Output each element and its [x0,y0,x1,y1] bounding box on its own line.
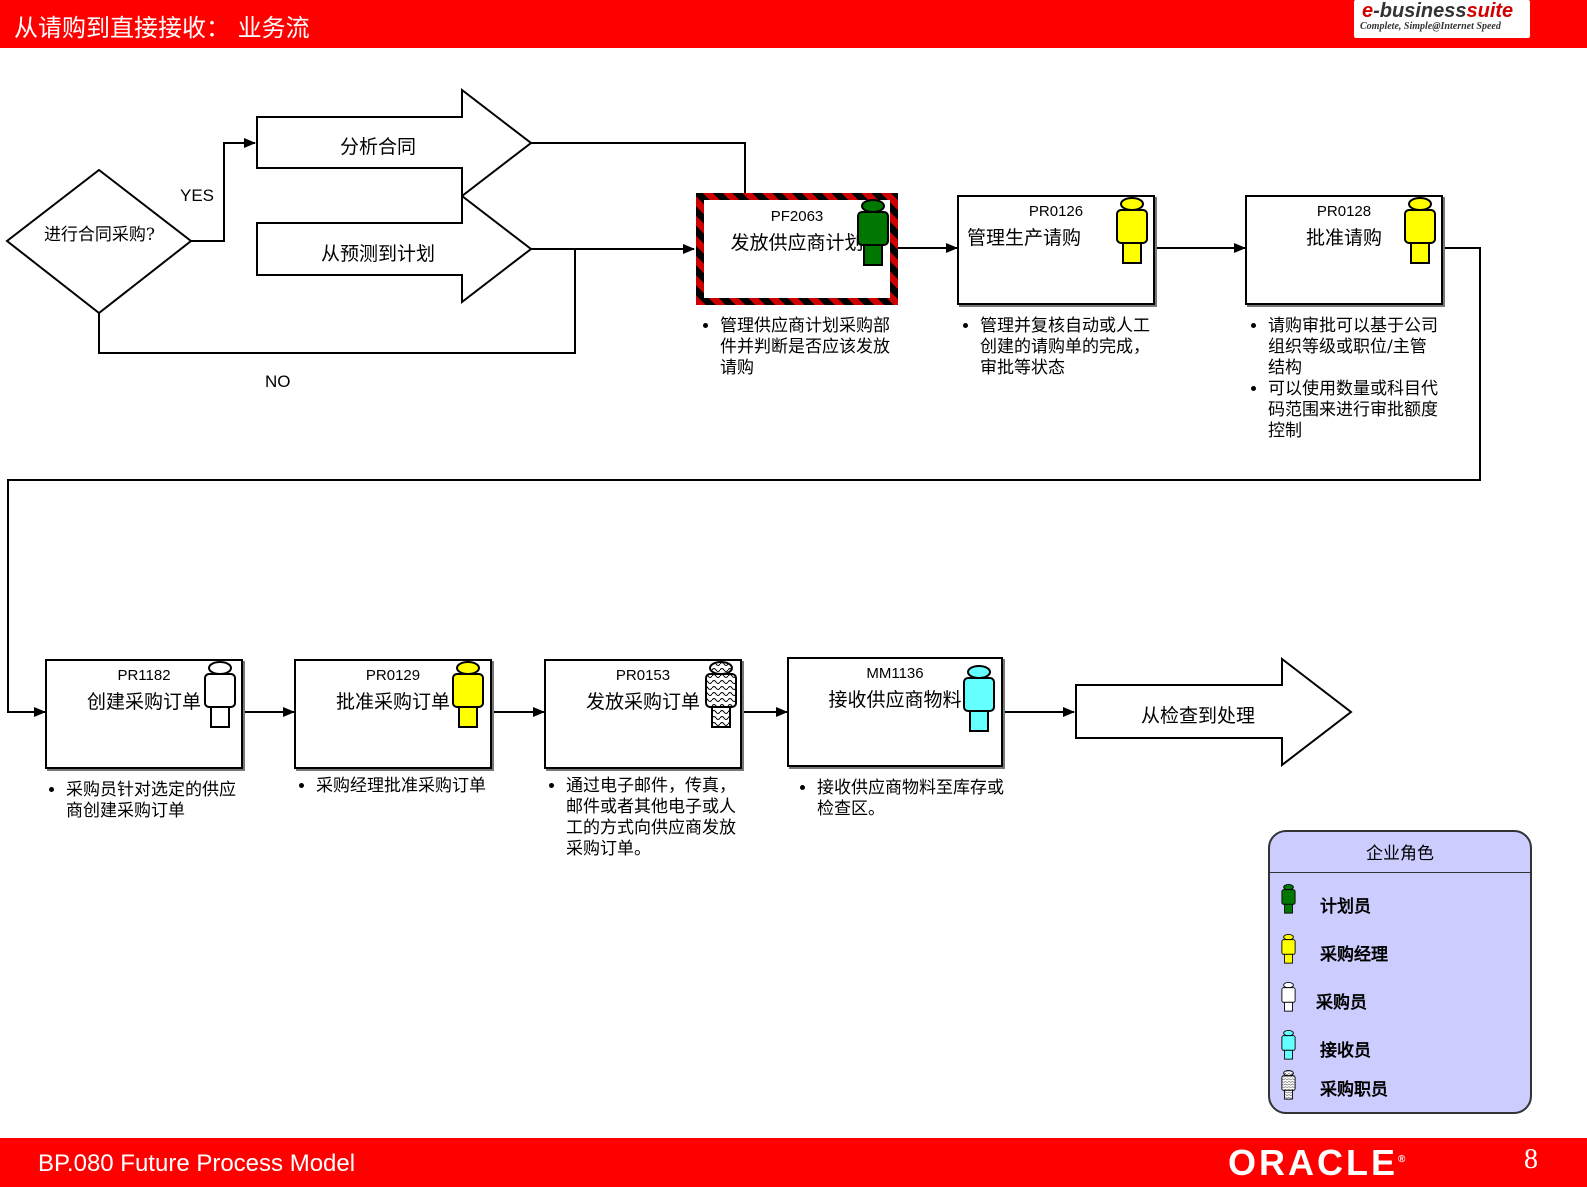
step-box-pr0153[interactable]: PR0153 发放采购订单 [544,659,742,769]
note-pr0129: 采购经理批准采购订单 [296,776,486,797]
note-mm1136: 接收供应商物料至库存或检查区。 [797,778,1017,820]
legend-item-purchasing-manager: 采购经理 [1320,945,1388,965]
step-box-mm1136[interactable]: MM1136 接收供应商物料 [787,657,1003,767]
page-number: 8 [1524,1144,1538,1175]
legend-item-receiver: 接收员 [1320,1041,1371,1061]
arrow-forecast [256,193,533,305]
page-title: 从请购到直接接收： 业务流 [14,14,310,42]
header-bar: 从请购到直接接收： 业务流 e-businesssuite Complete, … [0,0,1587,48]
receiver-icon [1281,1030,1296,1060]
note-pr0126: 管理并复核自动或人工创建的请购单的完成，审批等状态 [960,316,1150,379]
step-box-pr0129[interactable]: PR0129 批准采购订单 [294,659,492,769]
purchasing-clerk-icon [1281,1070,1296,1100]
step-box-pf2063[interactable]: PF2063 发放供应商计划 [704,200,890,298]
arrow-inspect [1075,656,1353,768]
yes-label: YES [180,186,215,205]
arrow-contract-label: 分析合同 [339,136,416,158]
step-box-pr1182[interactable]: PR1182 创建采购订单 [45,659,243,769]
decision-label: 进行合同采购? [43,225,156,245]
footer-bar: BP.080 Future Process Model ORACLE® 8 [0,1138,1587,1187]
step-box-pr0128[interactable]: PR0128 批准请购 [1245,195,1443,305]
note-pf2063: 管理供应商计划采购部件并判断是否应该发放请购 [700,316,890,379]
note-pr0153: 通过电子邮件，传真，邮件或者其他电子或人工的方式向供应商发放采购订单。 [546,776,736,860]
note-pr1182: 采购员针对选定的供应商创建采购订单 [46,780,236,822]
footer-text: BP.080 Future Process Model [38,1150,356,1177]
buyer-icon [1281,982,1296,1012]
legend-item-purchasing-clerk: 采购职员 [1320,1080,1388,1100]
legend-item-buyer: 采购员 [1316,993,1367,1013]
note-pr0128: 请购审批可以基于公司组织等级或职位/主管结构可以使用数量或科目代码范围来进行审批… [1248,316,1438,442]
no-label: NO [265,372,291,391]
role-legend: 企业角色 计划员 采购经理 采购员 接收员 采购职员 [1268,830,1532,1114]
arrow-inspect-label: 从检查到处理 [1140,705,1255,727]
legend-title: 企业角色 [1270,832,1530,873]
step-box-pr0126[interactable]: PR0126 管理生产请购 [957,195,1155,305]
oracle-logo: ORACLE® [1228,1142,1406,1183]
legend-item-planner: 计划员 [1320,897,1371,917]
arrow-forecast-label: 从预测到计划 [320,243,435,265]
purchasing-manager-icon [1281,934,1296,964]
arrow-contract [256,87,533,199]
ebusiness-suite-logo: e-businesssuite Complete, Simple@Interne… [1354,0,1530,38]
planner-icon [1281,884,1296,914]
